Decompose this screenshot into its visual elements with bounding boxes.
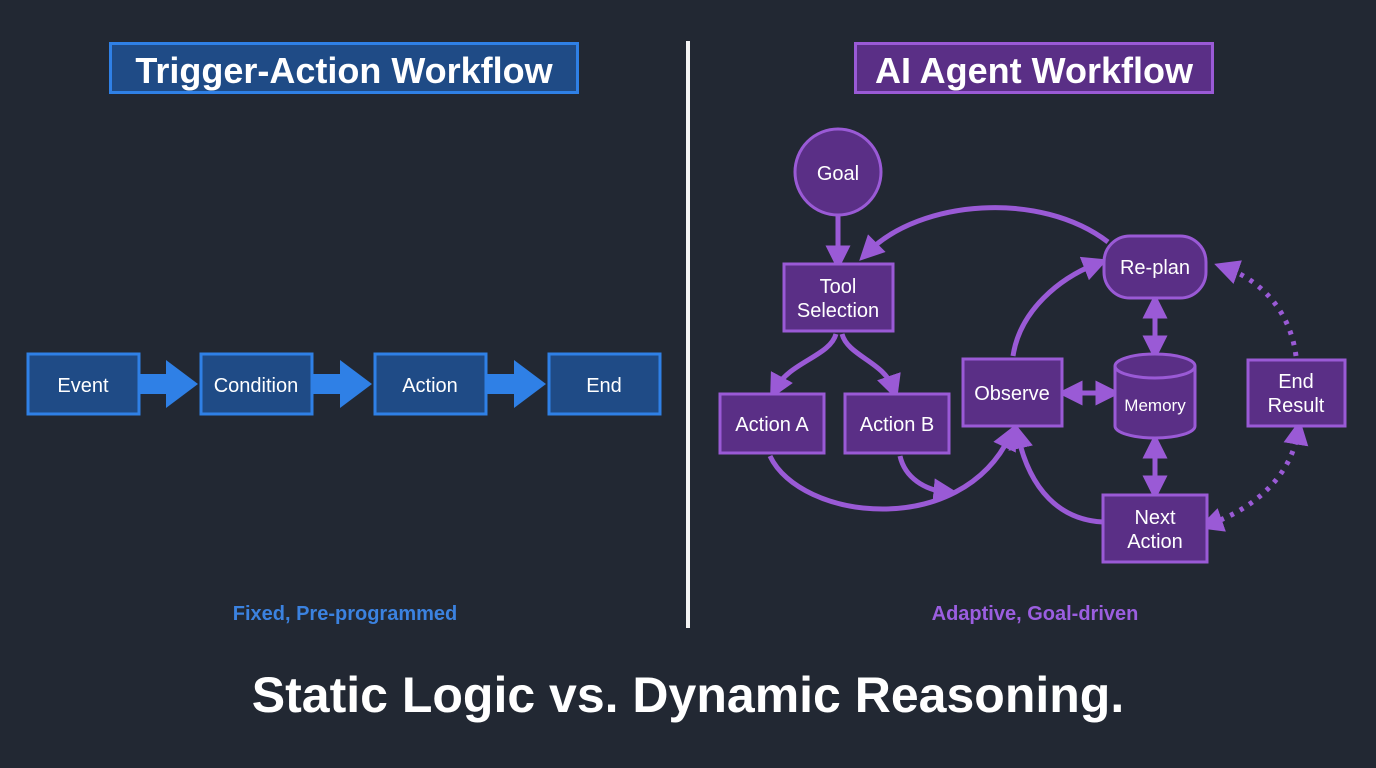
node-replan-label: Re-plan <box>1120 257 1190 279</box>
node-action-a-label: Action A <box>735 414 809 436</box>
right-caption: Adaptive, Goal-driven <box>931 603 1139 625</box>
node-memory-label: Memory <box>1124 396 1186 415</box>
node-goal-label: Goal <box>817 163 859 185</box>
node-action-b-label: Action B <box>860 414 934 436</box>
edge-tool-actiona <box>770 333 839 399</box>
edge-actiona-observe <box>767 424 1016 512</box>
node-action: Action <box>373 352 488 416</box>
edge-observe-replan <box>1010 256 1108 357</box>
edge-end-replan <box>1214 260 1299 357</box>
node-condition: Condition <box>199 352 314 416</box>
node-event-label: Event <box>57 375 109 397</box>
node-action-b: Action B <box>843 392 951 455</box>
node-goal: Goal <box>793 127 883 217</box>
node-next-action-label-2: Action <box>1127 531 1183 553</box>
left-flow: Event Condition Action End <box>26 352 662 416</box>
node-next-action: Next Action <box>1101 493 1209 564</box>
edge-next-end <box>1198 419 1309 532</box>
node-replan: Re-plan <box>1102 234 1208 300</box>
right-flow <box>767 205 1309 532</box>
center-divider <box>686 41 690 628</box>
node-end-result-label-1: End <box>1278 371 1314 393</box>
node-observe-label: Observe <box>974 383 1050 405</box>
right-title: AI Agent Workflow <box>854 42 1214 94</box>
bottom-title: Static Logic vs. Dynamic Reasoning. <box>251 667 1125 723</box>
right-nodes: Goal Tool Selection Action A Action B Ob… <box>718 127 1347 564</box>
node-next-action-label-1: Next <box>1134 507 1176 529</box>
node-action-label: Action <box>402 375 458 397</box>
node-end-result: End Result <box>1246 358 1347 428</box>
node-end-label: End <box>586 375 622 397</box>
node-tool-selection-label-2: Selection <box>797 300 879 322</box>
left-caption: Fixed, Pre-programmed <box>232 603 458 625</box>
node-tool-selection: Tool Selection <box>782 262 895 333</box>
node-observe: Observe <box>961 357 1064 428</box>
node-end: End <box>547 352 662 416</box>
edge-tool-actionb <box>839 333 901 400</box>
edge-actionb-observe <box>897 455 959 504</box>
flow-arrow-2 <box>312 360 372 408</box>
edge-replan-tool <box>859 205 1110 261</box>
node-end-result-label-2: Result <box>1268 395 1325 417</box>
edge-next-observe <box>1008 423 1104 525</box>
node-tool-selection-label-1: Tool <box>820 276 857 298</box>
node-condition-label: Condition <box>214 375 299 397</box>
left-title: Trigger-Action Workflow <box>109 42 579 94</box>
flow-arrow-3 <box>486 360 546 408</box>
node-event: Event <box>26 352 141 416</box>
node-memory: Memory <box>1113 352 1197 440</box>
node-action-a: Action A <box>718 392 826 455</box>
flow-arrow-1 <box>139 360 198 408</box>
